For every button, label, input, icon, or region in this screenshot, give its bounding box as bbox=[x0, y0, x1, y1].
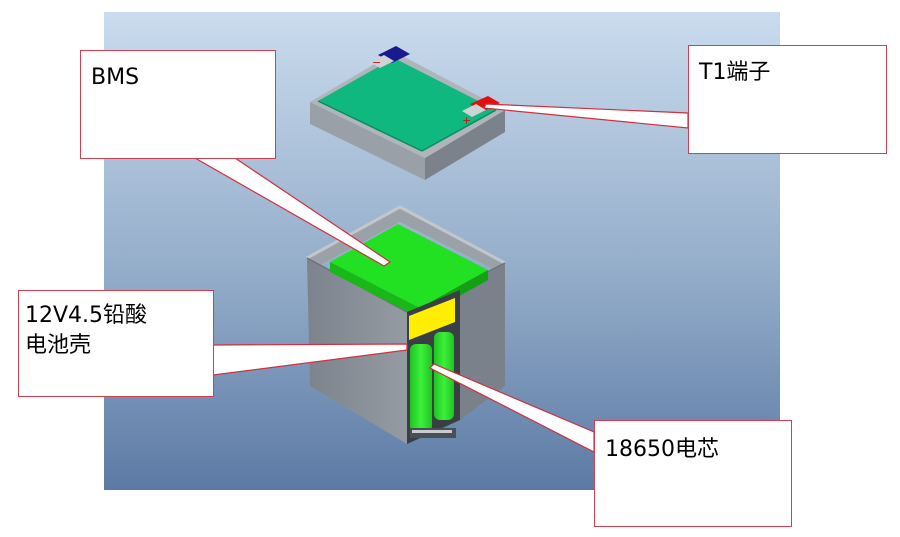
callout-battery-shell: 12V4.5铅酸 电池壳 bbox=[18, 290, 214, 397]
terminal-positive-sign: + bbox=[462, 114, 471, 127]
terminal-negative-sign: − bbox=[372, 56, 381, 69]
callout-shell-line2: 电池壳 bbox=[25, 333, 92, 358]
callout-18650-cell: 18650电芯 bbox=[594, 420, 792, 527]
spacer-yellow bbox=[409, 298, 455, 340]
callout-cell-label: 18650电芯 bbox=[605, 437, 719, 462]
callout-t1-terminal: T1端子 bbox=[688, 45, 887, 154]
callout-shell-line1: 12V4.5铅酸 bbox=[25, 303, 148, 328]
cell-18650-back bbox=[434, 332, 454, 420]
callout-bms: BMS bbox=[80, 50, 276, 159]
callout-bms-label: BMS bbox=[91, 65, 140, 90]
battery-lid: − + bbox=[310, 46, 505, 180]
cell-18650-front bbox=[410, 344, 432, 432]
bms-board bbox=[318, 58, 496, 151]
callout-t1-label: T1端子 bbox=[699, 60, 771, 85]
pack-top-block bbox=[330, 224, 488, 308]
lid-right-side bbox=[425, 110, 505, 180]
lid-left-side bbox=[310, 102, 425, 180]
